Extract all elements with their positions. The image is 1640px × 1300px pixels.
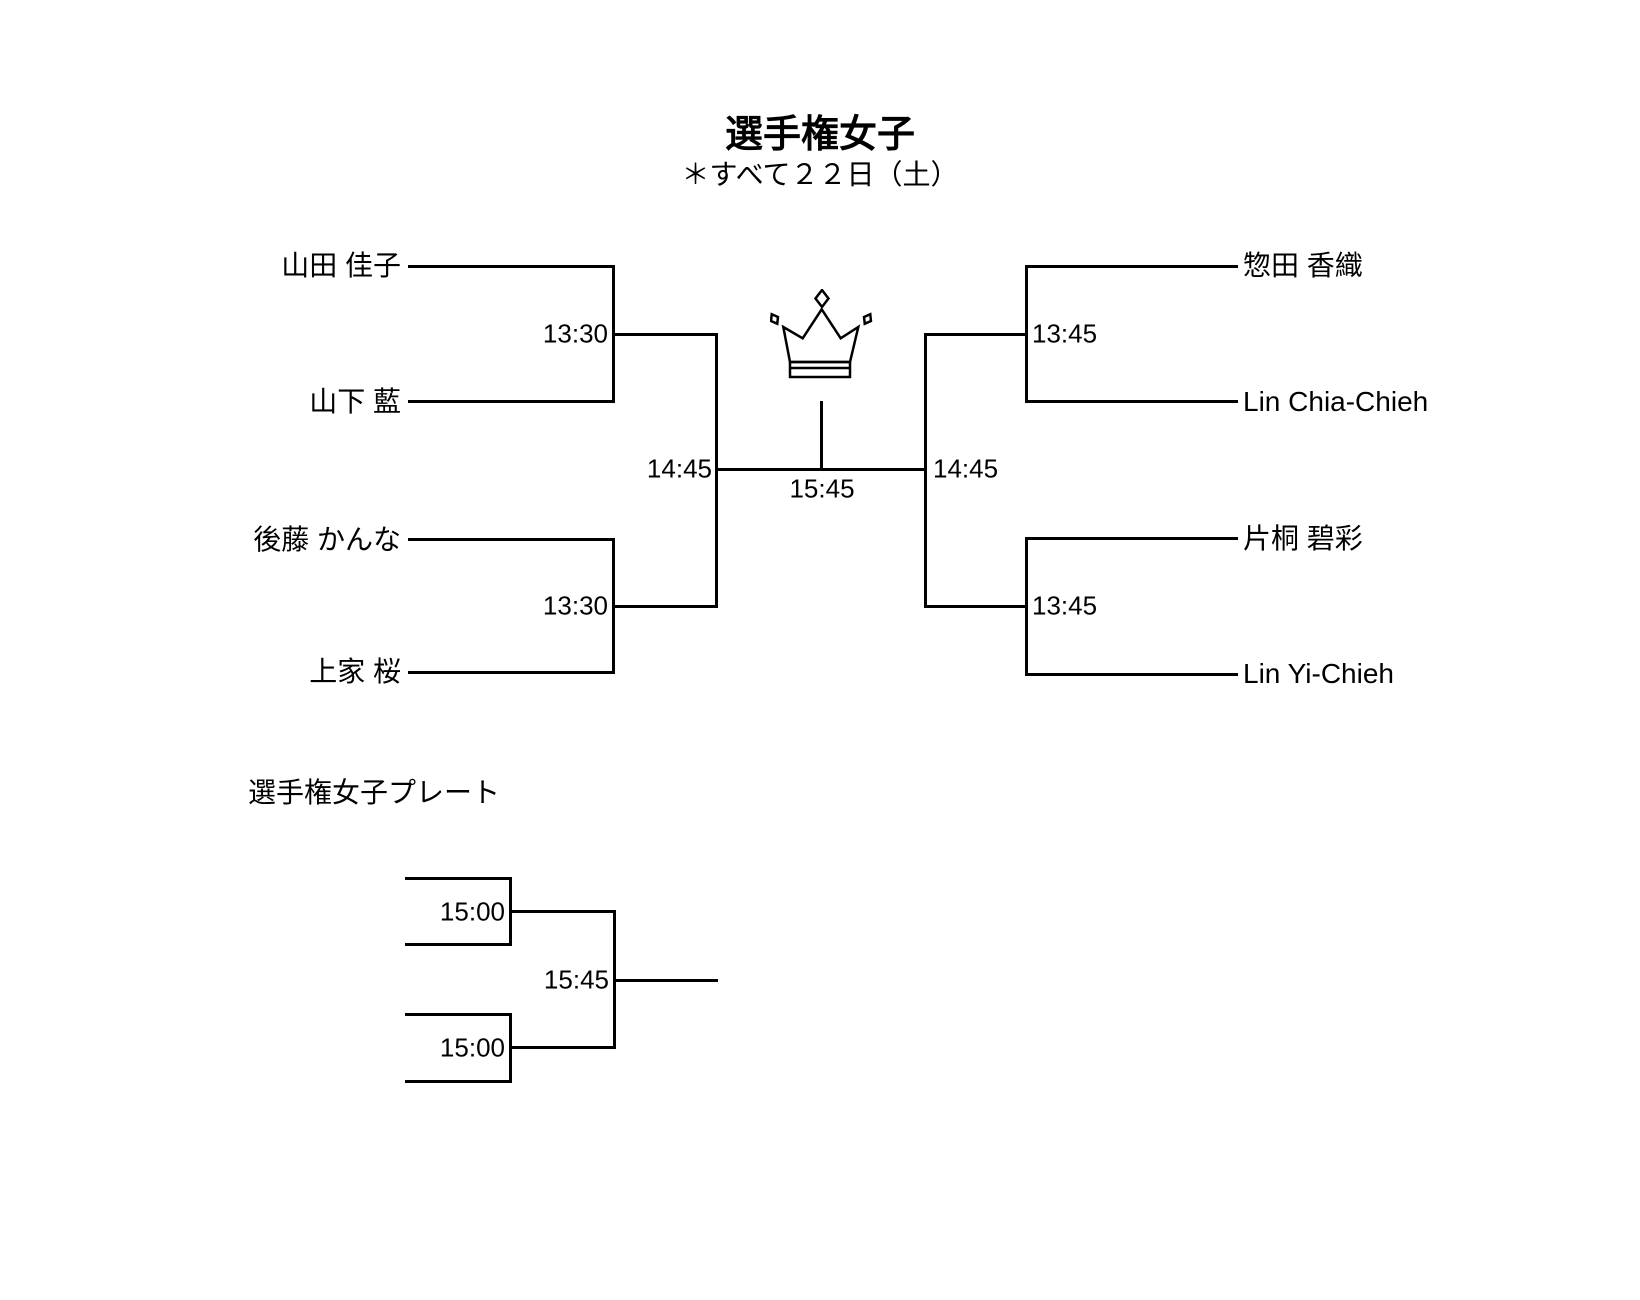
player-name: 後藤 かんな	[253, 524, 401, 556]
semifinal-time: 14:45	[933, 453, 999, 484]
bracket-line	[405, 1080, 512, 1083]
match-time: 13:45	[1032, 590, 1098, 621]
match-time: 13:45	[1032, 318, 1098, 349]
bracket-line	[612, 605, 718, 608]
bracket-line	[405, 877, 512, 880]
bracket-line	[405, 943, 512, 946]
final-time: 15:45	[789, 473, 855, 504]
bracket-line	[408, 538, 615, 541]
bracket-line	[612, 333, 718, 336]
crown-stem-line	[820, 401, 823, 471]
page-subtitle: ＊すべて２２日（土）	[681, 159, 959, 190]
semifinal-time: 14:45	[646, 453, 712, 484]
plate-bracket-title: 選手権女子プレート	[248, 777, 501, 808]
plate-match-time: 15:00	[439, 1032, 505, 1063]
player-name: 片桐 碧彩	[1243, 523, 1363, 555]
player-name: Lin Yi-Chieh	[1243, 658, 1394, 690]
match-time: 13:30	[542, 318, 608, 349]
player-name: 山下 藍	[309, 386, 401, 418]
bracket-line	[613, 979, 718, 982]
bracket-line	[1025, 537, 1238, 540]
bracket-line	[509, 910, 616, 913]
bracket-line	[924, 333, 1028, 336]
crown-icon	[770, 289, 873, 379]
bracket-line	[1025, 400, 1238, 403]
bracket-line	[408, 671, 615, 674]
player-name: 上家 桜	[309, 656, 401, 688]
bracket-line	[408, 265, 615, 268]
page-title: 選手権女子	[724, 114, 915, 156]
player-name: 惣田 香織	[1243, 250, 1363, 282]
bracket-line	[405, 1013, 512, 1016]
bracket-line	[924, 333, 927, 608]
bracket-line	[509, 1046, 616, 1049]
page-header: 選手権女子 ＊すべて２２日（土）	[0, 112, 1640, 192]
bracket-line	[1025, 673, 1238, 676]
player-name: 山田 佳子	[281, 250, 401, 282]
bracket-line	[715, 468, 927, 471]
plate-match-time: 15:00	[439, 896, 505, 927]
bracket-line	[1025, 265, 1238, 268]
bracket-line	[924, 605, 1028, 608]
plate-final-time: 15:45	[543, 964, 609, 995]
player-name: Lin Chia-Chieh	[1243, 386, 1429, 418]
bracket-line	[408, 400, 615, 403]
match-time: 13:30	[542, 590, 608, 621]
